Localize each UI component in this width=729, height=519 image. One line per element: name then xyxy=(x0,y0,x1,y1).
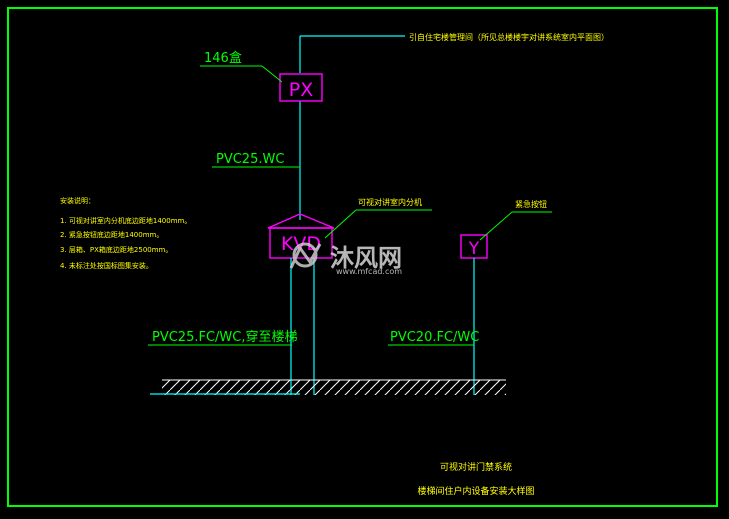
note-line-0: 安装说明： xyxy=(60,196,95,205)
watermark-brand: 沐风网 xyxy=(330,244,402,272)
kvd-note: 可视对讲室内分机 xyxy=(358,197,422,207)
cable-upper-label: PVC25.WC xyxy=(216,152,284,167)
drawing-frame xyxy=(7,7,718,507)
cable-count-leader xyxy=(261,65,283,83)
note-line-3: 3. 层箱、PX箱底边距地2500mm。 xyxy=(60,245,172,254)
note-line-2: 2. 紧急按钮底边距地1400mm。 xyxy=(60,230,163,239)
footer-title-2: 楼梯间住户内设备安装大样图 xyxy=(417,485,534,497)
notes-block: 安装说明： 1. 可视对讲室内分机底边距地1400mm。 2. 紧急按钮底边距地… xyxy=(60,196,191,270)
ground-hatch xyxy=(162,380,506,395)
cable-right-label: PVC20.FC/WC xyxy=(390,330,479,345)
cable-left-label: PVC25.FC/WC,穿至楼梯 xyxy=(152,329,297,345)
alarm-note: 紧急按钮 xyxy=(515,199,547,209)
kvd-leader xyxy=(324,209,357,239)
px-box-label: PX xyxy=(289,79,313,101)
note-line-4: 4. 未标注处按国标图集安装。 xyxy=(60,261,153,270)
kvd-box xyxy=(269,227,333,259)
watermark-logo-icon xyxy=(289,242,322,269)
watermark-url: www.mfcad.com xyxy=(336,267,402,276)
note-line-1: 1. 可视对讲室内分机底边距地1400mm。 xyxy=(60,216,191,225)
footer-title-1: 可视对讲门禁系统 xyxy=(440,461,512,473)
watermark: 沐风网 www.mfcad.com xyxy=(289,242,402,276)
top-note: 引自住宅楼管理间（所见总楼楼宇对讲系统室内平面图） xyxy=(409,32,609,42)
px-box xyxy=(279,73,323,102)
cable-count-label: 146盒 xyxy=(204,50,242,66)
alarm-box-label: Y xyxy=(468,239,480,259)
kvd-roof xyxy=(267,213,335,229)
alarm-leader xyxy=(479,211,513,241)
